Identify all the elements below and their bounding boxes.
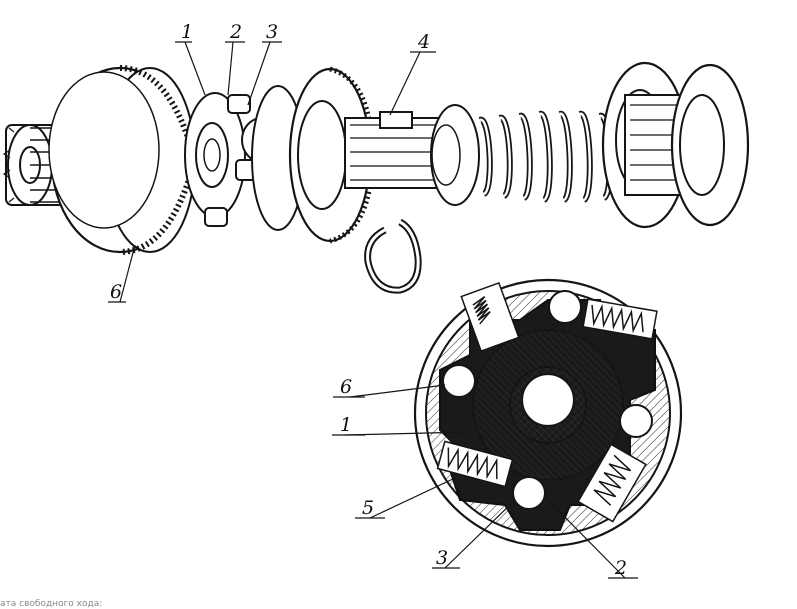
upper-label-6: 6 <box>110 281 122 303</box>
spring <box>477 110 613 203</box>
upper-label-2: 2 <box>229 21 242 43</box>
upper-label-1: 1 <box>181 21 193 43</box>
lower-label-5: 5 <box>362 497 374 519</box>
upper-label-3: 3 <box>266 21 278 43</box>
exploded-assembly: 1 2 3 4 6 <box>2 21 750 303</box>
clutch-housing <box>48 65 199 255</box>
lower-label-1: 1 <box>340 414 352 436</box>
collar <box>430 104 480 206</box>
retaining-ring <box>364 218 422 294</box>
section-springs <box>436 281 658 523</box>
caption-fragment: ата свободного хода: <box>0 599 103 609</box>
upper-leader-lines <box>108 41 436 303</box>
lower-label-6: 6 <box>340 376 352 398</box>
lower-leader-lines <box>332 384 638 579</box>
drive-ring <box>601 61 750 229</box>
shaft-sleeve <box>344 111 446 189</box>
cross-section: 6 1 5 3 2 <box>332 278 683 579</box>
lower-label-2: 2 <box>614 557 627 579</box>
section-rollers <box>442 290 653 510</box>
lower-label-3: 3 <box>436 547 448 569</box>
roller-hub <box>184 92 283 227</box>
thrust-washer <box>251 66 375 244</box>
upper-label-4: 4 <box>417 31 430 53</box>
